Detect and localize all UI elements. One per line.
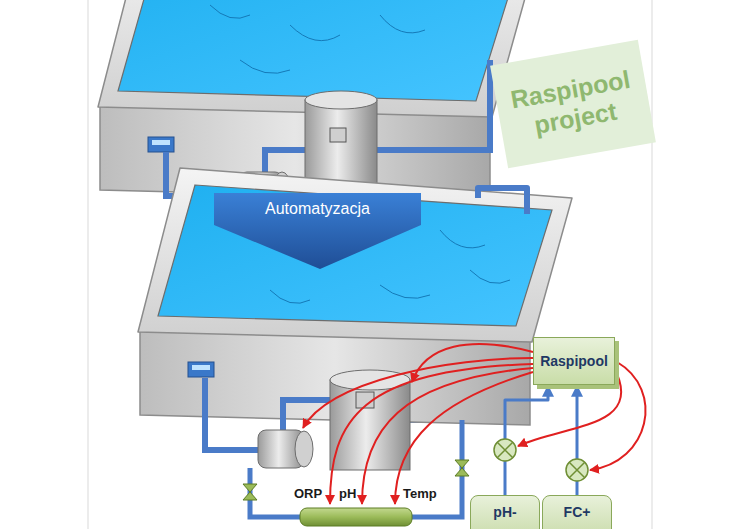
dosing-pump <box>494 439 516 461</box>
bottom-pool <box>188 362 214 377</box>
bottom-pool <box>192 365 210 370</box>
top-pool <box>210 5 425 73</box>
sensor-label: Temp <box>403 486 437 502</box>
control-wires <box>303 344 646 504</box>
dosing-pump <box>566 459 588 481</box>
control-wires <box>303 358 533 428</box>
sensor-label: pH <box>339 486 356 502</box>
top-equipment <box>330 128 346 142</box>
top-pool <box>152 140 170 145</box>
bottom-pool <box>158 185 552 326</box>
top-equipment <box>305 100 377 190</box>
top-pool <box>118 0 512 101</box>
top-equipment <box>377 60 490 150</box>
sensor-cylinder <box>300 508 412 526</box>
control-wires <box>362 368 533 504</box>
dosing-pump <box>494 439 516 461</box>
node-text: Automatyzacja <box>265 200 370 217</box>
watermark-box: Raspipool project <box>490 40 656 168</box>
dosing-pump <box>497 442 513 458</box>
top-equipment <box>265 150 305 172</box>
top-equipment <box>305 91 377 109</box>
control-wires <box>395 372 533 504</box>
dosing-pump <box>569 462 585 478</box>
node-text: pH- <box>493 504 516 520</box>
arrow-shape <box>214 193 421 269</box>
bottom-equipment <box>295 431 313 467</box>
node-text: FC+ <box>564 504 591 520</box>
chemical-tank: FC+ <box>542 495 612 529</box>
chemical-tank: pH- <box>470 495 540 529</box>
frame-line <box>88 0 89 529</box>
top-pool <box>98 0 532 200</box>
node-text: Raspipool <box>540 353 608 369</box>
control-wires <box>330 364 533 504</box>
dosing-pump <box>566 459 588 481</box>
node-text: Raspipool project <box>502 64 644 144</box>
valve-symbol <box>243 484 257 500</box>
top-pool <box>98 0 532 117</box>
bottom-equipment <box>205 378 262 450</box>
bottom-equipment <box>283 400 330 432</box>
controller-box: Raspipool <box>533 337 615 385</box>
bottom-pool <box>138 168 572 342</box>
sensor-label: ORP <box>294 486 322 502</box>
bottom-pool <box>478 188 527 214</box>
arrow-band: Automatyzacja <box>200 193 435 269</box>
top-pool <box>148 137 174 152</box>
valve-symbol <box>455 460 469 476</box>
frame-line <box>652 0 653 529</box>
